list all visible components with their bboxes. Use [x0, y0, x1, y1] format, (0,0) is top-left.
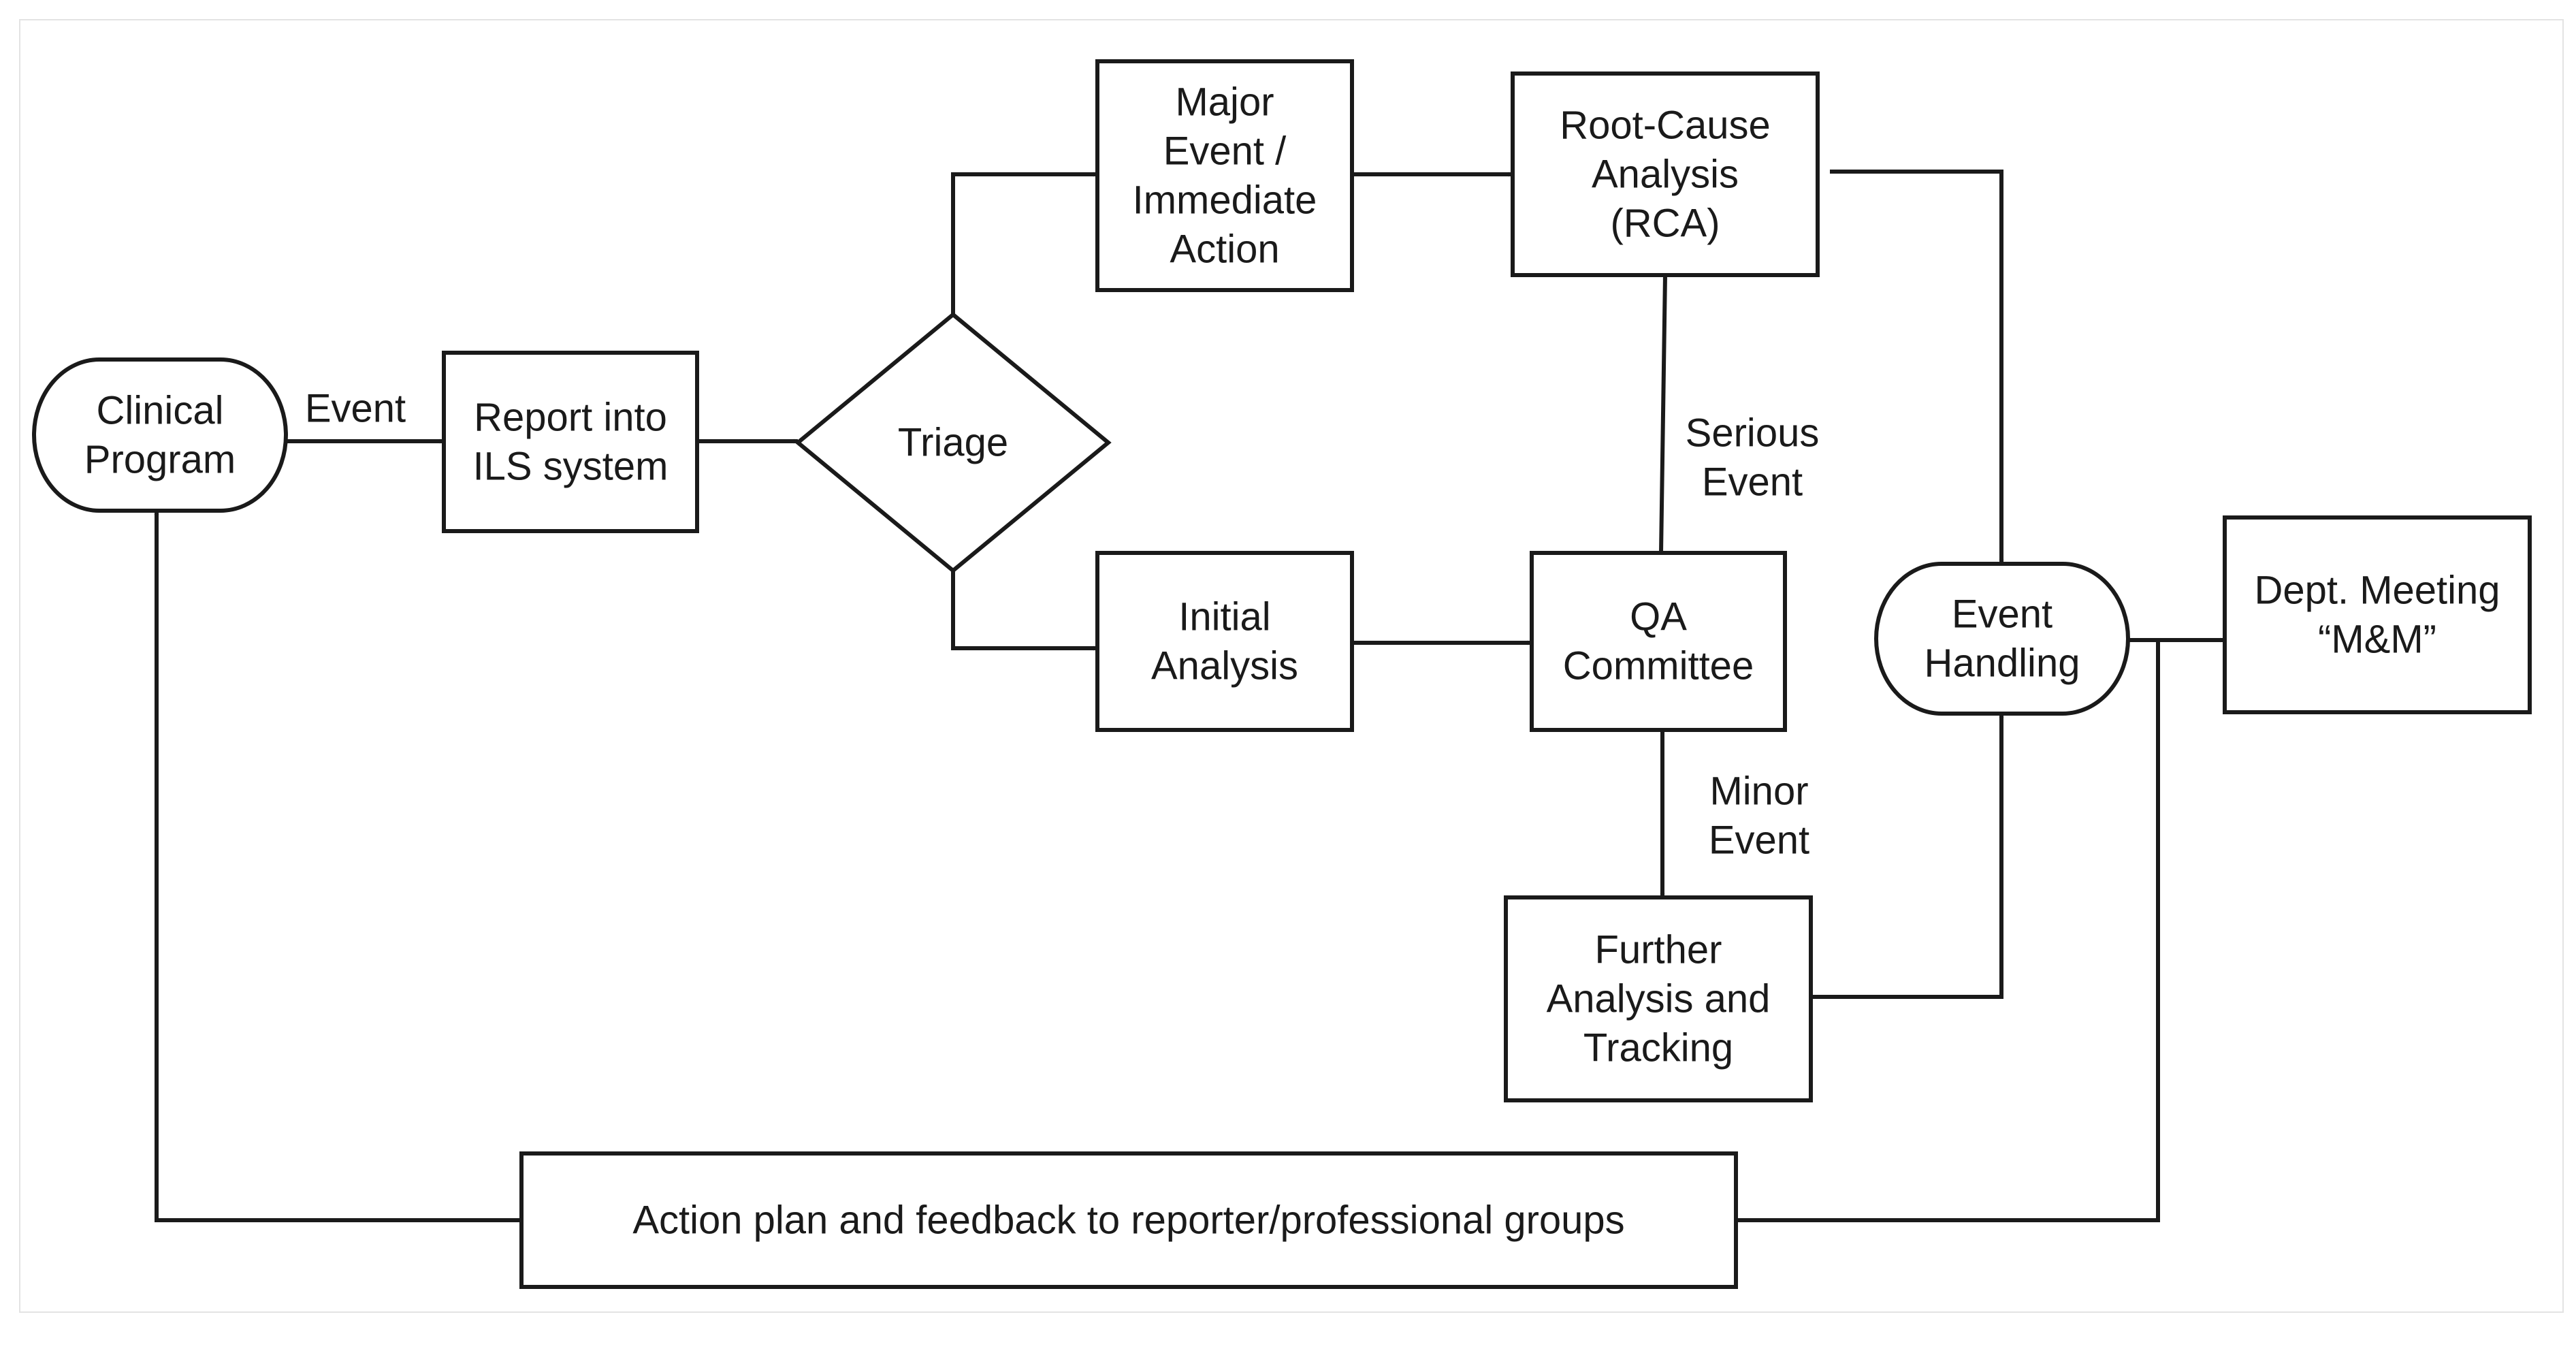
node-label-major-event: Event /: [1163, 129, 1287, 174]
node-label-further-analysis: Tracking: [1583, 1026, 1733, 1070]
edge-label-event: Event: [305, 387, 406, 431]
edges: [154, 170, 2225, 1222]
node-report-ils: [442, 351, 699, 533]
node-label-further-analysis: Further: [1595, 928, 1722, 972]
node-label-triage: Triage: [898, 421, 1008, 465]
node-label-event-handling: Event: [1952, 592, 2052, 637]
node-label-initial-analysis: Initial: [1178, 595, 1270, 639]
edge-label-serious-event: Serious: [1686, 411, 1820, 456]
node-triage: [794, 312, 1112, 573]
node-clinical-program: [32, 357, 288, 513]
edge-further-to-event-handling: [1811, 713, 2004, 999]
node-label-further-analysis: Analysis and: [1547, 977, 1771, 1021]
node-label-report-ils: ILS system: [473, 445, 669, 489]
edge-triage-to-initial: [951, 571, 1098, 651]
node-label-dept-meeting: “M&M”: [2318, 618, 2436, 662]
node-major-event: [1095, 59, 1354, 292]
edge-label-serious-event: Event: [1702, 460, 1803, 505]
node-label-report-ils: Report into: [474, 396, 667, 440]
node-label-clinical-program: Program: [84, 438, 236, 482]
node-rca: [1511, 71, 1820, 277]
node-label-rca: Analysis: [1592, 153, 1739, 197]
edge-qa-to-rca: [1659, 274, 1668, 554]
edge-feedback-to-action-plan: [1736, 640, 2160, 1222]
node-label-event-handling: Handling: [1925, 641, 2080, 686]
nodes: [32, 59, 2532, 1289]
node-label-clinical-program: Clinical: [97, 389, 224, 433]
node-label-major-event: Action: [1170, 227, 1279, 272]
edge-label-minor-event: Event: [1709, 818, 1809, 863]
edge-rca-to-event-handling: [1830, 170, 2004, 564]
node-label-initial-analysis: Analysis: [1151, 644, 1298, 688]
node-further-analysis: [1504, 895, 1813, 1102]
node-initial-analysis: [1095, 551, 1354, 732]
node-dept-meeting: [2223, 515, 2532, 714]
node-qa-committee: [1530, 551, 1787, 732]
node-label-qa-committee: Committee: [1563, 644, 1754, 688]
diagram-frame: [19, 19, 2564, 1313]
node-action-plan: [519, 1151, 1738, 1289]
node-label-qa-committee: QA: [1630, 595, 1687, 639]
node-label-rca: Root-Cause: [1560, 103, 1770, 148]
node-label-dept-meeting: Dept. Meeting: [2254, 569, 2500, 613]
node-label-major-event: Major: [1175, 80, 1274, 125]
edge-triage-to-major: [951, 172, 1098, 315]
node-label-major-event: Immediate: [1133, 178, 1317, 223]
edge-action-plan-to-clinical: [154, 510, 521, 1222]
node-event-handling: [1874, 562, 2130, 716]
edge-label-minor-event: Minor: [1709, 769, 1808, 814]
node-label-rca: (RCA): [1610, 202, 1720, 246]
node-label-action-plan: Action plan and feedback to reporter/pro…: [632, 1198, 1624, 1243]
